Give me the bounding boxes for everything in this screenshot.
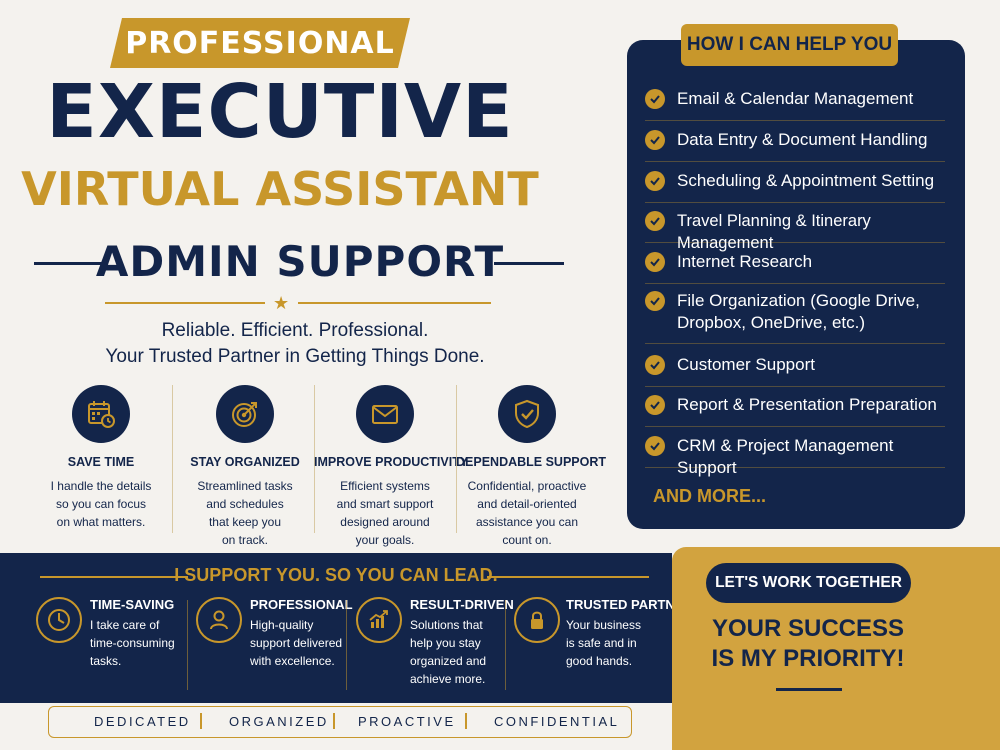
value-separator (200, 713, 202, 729)
band-item-title: TRUSTED PARTNER (566, 597, 693, 612)
band-divider (187, 600, 188, 690)
divider-left (34, 262, 106, 265)
cta-underline (776, 688, 842, 691)
ribbon-text: PROFESSIONAL (125, 25, 395, 61)
cta-pill-label: LET'S WORK TOGETHER (715, 574, 902, 591)
service-item: CRM & Project Management Support (645, 435, 945, 477)
feature-divider (314, 385, 315, 533)
feature-title: IMPROVE PRODUCTIVITY (314, 455, 469, 469)
values-strip (48, 706, 632, 738)
headline-virtual-assistant: VIRTUAL ASSISTANT (21, 162, 539, 216)
band-divider (346, 600, 347, 690)
band-item-title: PROFESSIONAL (250, 597, 353, 612)
services-card-title-tab: HOW I CAN HELP YOU (681, 24, 898, 66)
lock-icon (514, 597, 560, 643)
band-divider (505, 600, 506, 690)
user-icon (196, 597, 242, 643)
service-item-label: Email & Calendar Management (677, 89, 914, 108)
service-item-label: File Organization (Google Drive,Dropbox,… (677, 291, 920, 332)
divider-right (494, 262, 564, 265)
service-item-label: Report & Presentation Preparation (677, 395, 937, 414)
check-icon (645, 355, 665, 375)
check-icon (645, 436, 665, 456)
calendar-clock-icon (72, 385, 130, 443)
service-item-label: Internet Research (677, 252, 813, 271)
feature-title: DEPENDABLE SUPPORT (456, 455, 607, 469)
service-item: Travel Planning & Itinerary Management (645, 210, 945, 252)
star-icon: ★ (273, 293, 290, 313)
service-item-label: Data Entry & Document Handling (677, 130, 928, 149)
service-item: File Organization (Google Drive,Dropbox,… (645, 290, 945, 344)
value-proactive: PROACTIVE (358, 714, 456, 729)
professional-ribbon: PROFESSIONAL (110, 18, 410, 68)
success-message: YOUR SUCCESS IS MY PRIORITY! (711, 615, 905, 672)
check-icon (645, 171, 665, 191)
feature-divider (456, 385, 457, 533)
gold-rule-left (105, 302, 265, 304)
band-rule-right (487, 576, 649, 578)
envelope-icon (356, 385, 414, 443)
check-icon (645, 211, 665, 231)
service-item: Report & Presentation Preparation (645, 394, 945, 427)
band-rule-left (40, 576, 188, 578)
value-confidential: CONFIDENTIAL (494, 714, 620, 729)
headline-admin-support: ADMIN SUPPORT (95, 237, 505, 286)
tagline-line-1: Reliable. Efficient. Professional. (161, 320, 429, 341)
and-more-text: AND MORE... (653, 486, 767, 506)
check-icon (645, 252, 665, 272)
band-item-title: TIME-SAVING (90, 597, 175, 612)
band-item-title: RESULT-DRIVEN (410, 597, 514, 612)
lets-work-together-button[interactable]: LET'S WORK TOGETHER (706, 563, 911, 603)
service-item-label: Travel Planning & Itinerary Management (677, 212, 871, 252)
feature-divider (172, 385, 173, 533)
feature-title: SAVE TIME (67, 455, 135, 469)
services-card (627, 40, 965, 529)
feature-dependable-support: DEPENDABLE SUPPORT Confidential, proacti… (456, 385, 607, 549)
value-organized: ORGANIZED (229, 714, 329, 729)
check-icon (645, 130, 665, 150)
target-icon (216, 385, 274, 443)
service-item: Data Entry & Document Handling (645, 129, 945, 162)
support-band (0, 553, 672, 703)
gold-rule-right (298, 302, 491, 304)
service-item: Scheduling & Appointment Setting (645, 170, 945, 203)
shield-check-icon (498, 385, 556, 443)
value-dedicated: DEDICATED (94, 714, 191, 729)
service-item-label: Customer Support (677, 355, 815, 374)
value-separator (465, 713, 467, 729)
service-item-label: Scheduling & Appointment Setting (677, 171, 935, 190)
value-separator (333, 713, 335, 729)
growth-chart-icon (356, 597, 402, 643)
feature-title: STAY ORGANIZED (190, 455, 300, 469)
support-band-title: I SUPPORT YOU. SO YOU CAN LEAD. (174, 565, 498, 585)
tagline-line-2: Your Trusted Partner in Getting Things D… (105, 346, 485, 367)
check-icon (645, 291, 665, 311)
service-item: Internet Research (645, 251, 945, 284)
check-icon (645, 395, 665, 415)
headline-executive: EXECUTIVE (46, 69, 514, 155)
service-item: Email & Calendar Management (645, 88, 945, 121)
services-card-title: HOW I CAN HELP YOU (686, 34, 893, 55)
service-item-label: CRM & Project Management Support (677, 436, 894, 477)
clock-icon (36, 597, 82, 643)
service-item: Customer Support (645, 354, 945, 387)
check-icon (645, 89, 665, 109)
